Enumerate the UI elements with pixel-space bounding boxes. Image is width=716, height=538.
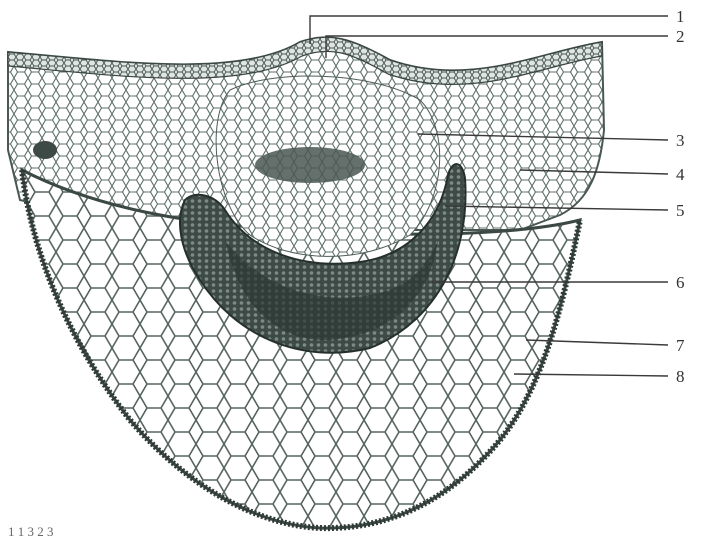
label-2: 2 xyxy=(676,27,685,46)
figure-caption: 1 1 3 2 3 xyxy=(8,524,54,538)
label-4: 4 xyxy=(676,165,685,184)
label-5: 5 xyxy=(676,201,685,220)
minor-vein xyxy=(33,141,57,159)
label-7: 7 xyxy=(676,336,685,355)
upper-dark-patch xyxy=(255,147,365,183)
label-3: 3 xyxy=(676,131,685,150)
label-1: 1 xyxy=(676,7,685,26)
label-8: 8 xyxy=(676,367,685,386)
label-6: 6 xyxy=(676,273,685,292)
